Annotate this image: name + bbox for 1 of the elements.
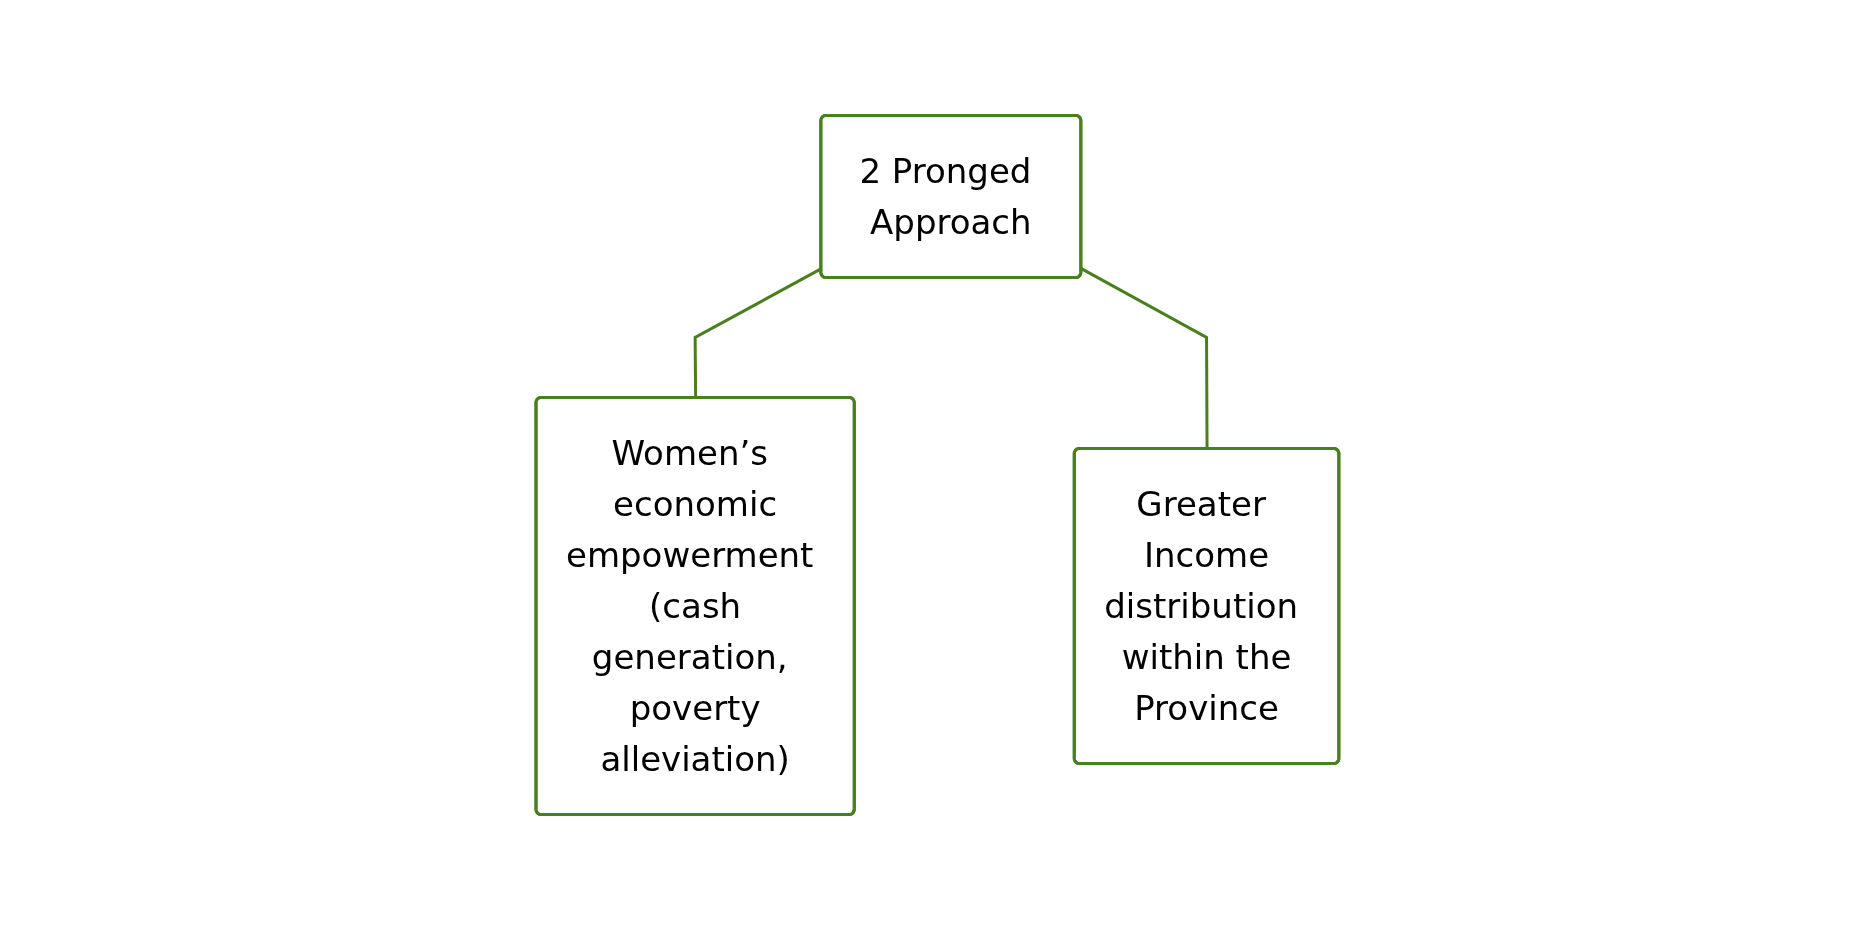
connector: [1080, 267, 1209, 449]
